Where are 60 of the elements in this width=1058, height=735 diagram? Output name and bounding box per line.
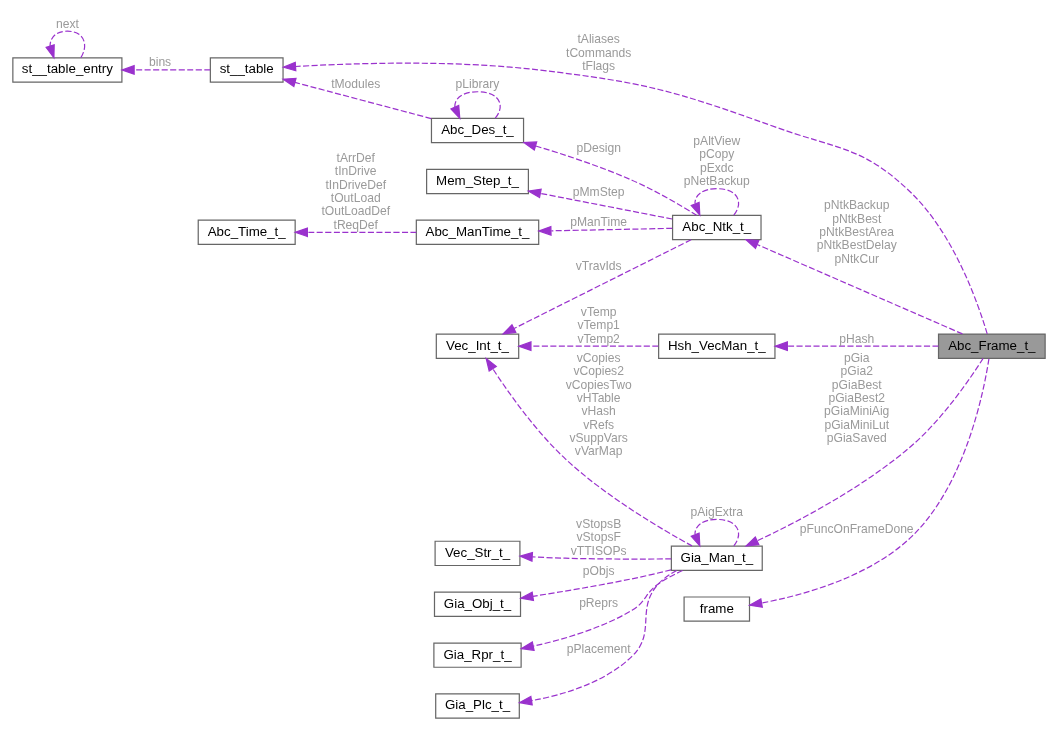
node-box: Vec_Int_t_ [435,332,520,359]
edge-label: pDesign [576,140,621,155]
edge-label: tArrDef tInDrive tInDriveDef tOutLoad tOutLoadDef tReqDef [321,150,391,232]
node-box: frame [683,595,751,622]
arrow [293,226,417,237]
arrow [281,60,988,334]
arrow [690,518,740,548]
arrow [281,77,432,119]
edge-label: vCopies vCopies2 vCopiesTwo vHTable vHash vRefs vSuppVars vVarMap [565,350,632,458]
node-box: Mem_Step_t_ [426,168,529,194]
arrow [744,238,964,335]
edge-label: pAltView pCopy pExdc pNetBackup [683,133,750,188]
arrow [449,90,501,120]
arrow [519,568,672,601]
node-box: Gia_Rpr_t_ [433,641,522,668]
edge-label: vStopsB vStopsF vTTISOPs [570,516,627,558]
node-box: Gia_Obj_t_ [433,591,522,617]
arrow [517,569,678,706]
edge-label: pHash [839,331,875,346]
edge-label: bins [148,54,172,69]
arrow [522,140,698,216]
node-box: Abc_Frame_t_ [937,332,1046,359]
edge-label: pMmStep [572,184,625,199]
edge-label: tModules [331,76,381,91]
node-box: Abc_Ntk_t_ [671,214,762,240]
edge-label: pReprs [579,595,619,610]
node-box: st__table [209,56,284,83]
edge-label: vTravIds [575,258,622,273]
node-box: Vec_Str_t_ [434,540,521,566]
arrow [526,188,673,220]
edge-label: pAigExtra [690,504,744,519]
edge-label: pGia pGia2 pGiaBest pGiaBest2 pGiaMiniAig pGiaMiniLut pGiaSaved [824,350,890,445]
node-box: Hsh_VecMan_t_ [658,332,776,359]
edge-label: pLibrary [455,76,500,91]
node-box: Gia_Man_t_ [670,545,763,571]
arrow [485,356,693,546]
edge-label: pObjs [582,563,615,578]
edge-label: pFuncOnFrameDone [799,521,914,536]
node-box: Abc_ManTime_t_ [415,219,540,245]
arrow [120,64,211,75]
edge-label: next [55,16,79,31]
arrow [517,340,659,351]
arrow [45,30,86,59]
arrow [537,225,673,236]
arrow [747,357,990,608]
arrow [744,357,984,547]
arrow [773,340,939,351]
edge-label: vTemp vTemp1 vTemp2 [577,304,620,346]
arrow [690,187,740,217]
edge-label: tAliases tCommands tFlags [566,31,632,73]
arrow [518,551,672,562]
node-box: Abc_Time_t_ [197,219,296,245]
arrow [519,569,684,651]
edge-label: pNtkBackup pNtkBest pNtkBestArea pNtkBestDelay pNtkCur [816,197,897,266]
edge-label: pPlacement [566,641,631,656]
arrow [501,238,692,335]
node-box: Gia_Plc_t_ [435,692,520,719]
node-box: st__table_entry [12,56,123,83]
node-box: Abc_Des_t_ [430,117,525,143]
edge-label: pManTime [570,214,628,229]
